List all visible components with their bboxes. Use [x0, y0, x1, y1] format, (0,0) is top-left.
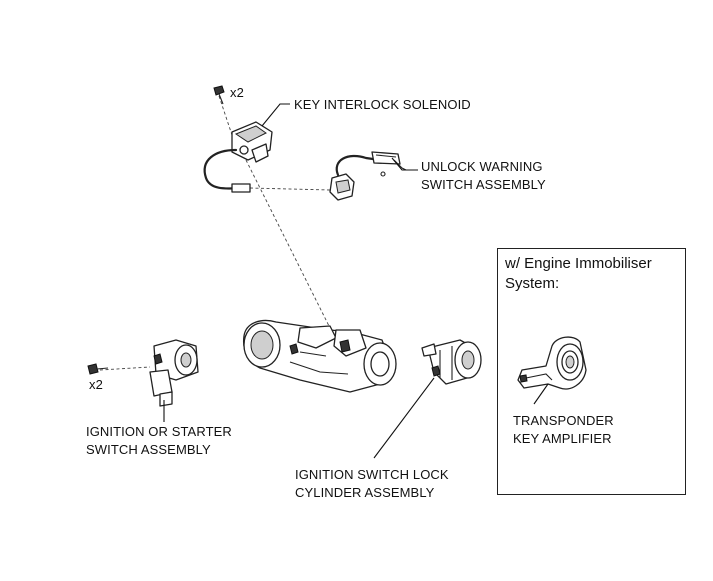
switch-screw	[87, 363, 109, 375]
unlock-warning-label-line2: SWITCH ASSEMBLY	[421, 177, 546, 192]
ignition-starter-label-line2: SWITCH ASSEMBLY	[86, 442, 211, 457]
unlock-warning-label-line1: UNLOCK WARNING	[421, 159, 543, 174]
transponder-label-line1: TRANSPONDER	[513, 413, 614, 428]
engine-immobiliser-inset-box	[497, 248, 686, 495]
lock-cylinder-label-line1: IGNITION SWITCH LOCK	[295, 467, 449, 482]
ignition-switch-lock-cylinder	[421, 339, 482, 385]
unlock-warning-switch	[329, 151, 407, 201]
steering-column-lock-body	[242, 319, 397, 393]
inset-title-line2: System:	[505, 275, 560, 292]
solenoid-screw	[213, 85, 225, 105]
lock-cylinder-label-line2: CYLINDER ASSEMBLY	[295, 485, 435, 500]
transponder-label-line2: KEY AMPLIFIER	[513, 431, 612, 446]
key-interlock-solenoid-label: KEY INTERLOCK SOLENOID	[294, 97, 471, 112]
inset-title-line1: w/ Engine Immobiliser	[505, 255, 652, 272]
transponder-key-amplifier	[517, 336, 587, 390]
switch-screw-qty: x2	[89, 377, 103, 392]
assembly-dashed-lines	[99, 95, 337, 371]
key-interlock-solenoid	[203, 121, 273, 193]
ignition-starter-label-line1: IGNITION OR STARTER	[86, 424, 232, 439]
solenoid-screw-qty: x2	[230, 85, 244, 100]
leader-lines	[163, 103, 549, 459]
ignition-starter-switch	[149, 339, 199, 407]
